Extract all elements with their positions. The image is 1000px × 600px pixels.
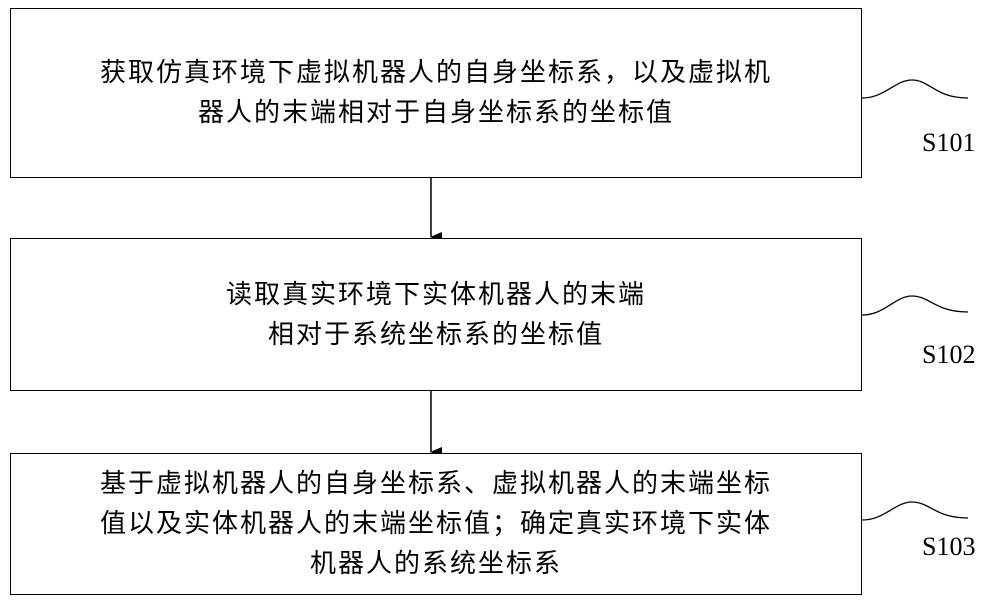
- leader-line-s102: [862, 296, 968, 315]
- step-text-s102: 读取真实环境下实体机器人的末端 相对于系统坐标系的坐标值: [226, 275, 646, 355]
- step-box-s101: 获取仿真环境下虚拟机器人的自身坐标系，以及虚拟机 器人的末端相对于自身坐标系的坐…: [10, 8, 862, 178]
- step-text-s101: 获取仿真环境下虚拟机器人的自身坐标系，以及虚拟机 器人的末端相对于自身坐标系的坐…: [100, 53, 772, 133]
- step-label-s102: S102: [922, 340, 975, 370]
- step-box-s102: 读取真实环境下实体机器人的末端 相对于系统坐标系的坐标值: [10, 238, 862, 391]
- leader-line-s103: [862, 502, 968, 520]
- step-text-s103: 基于虚拟机器人的自身坐标系、虚拟机器人的末端坐标 值以及实体机器人的末端坐标值；…: [100, 464, 772, 584]
- leader-line-s101: [862, 80, 968, 98]
- step-label-s101: S101: [922, 128, 975, 158]
- step-box-s103: 基于虚拟机器人的自身坐标系、虚拟机器人的末端坐标 值以及实体机器人的末端坐标值；…: [10, 453, 862, 595]
- step-label-s103: S103: [922, 532, 975, 562]
